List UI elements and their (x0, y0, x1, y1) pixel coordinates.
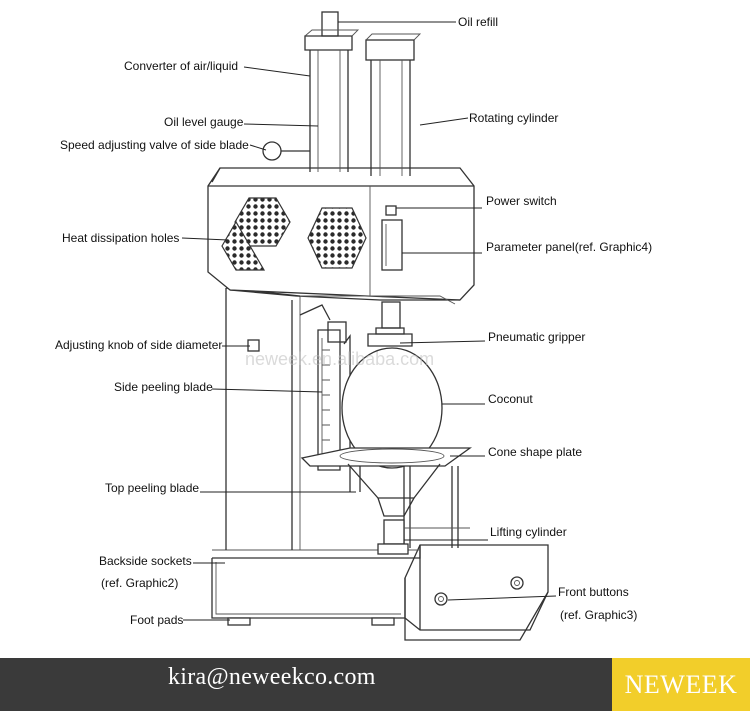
label-rotating-cylinder: Rotating cylinder (469, 111, 558, 125)
watermark-text: neweek.en.alibaba.com (245, 349, 434, 369)
cone-plate (300, 447, 473, 548)
coconut-shape (341, 347, 443, 469)
converter-cylinder (262, 11, 360, 172)
heat-vent-right (307, 207, 367, 269)
heat-vent-left-lower (221, 220, 266, 271)
label-parameter-panel: Parameter panel(ref. Graphic4) (486, 240, 652, 254)
machine-base (211, 544, 549, 641)
coconut-peeling-machine-diagram: neweek.en.alibaba.com Oil refill Convert… (55, 11, 652, 641)
label-pneumatic-gripper: Pneumatic gripper (488, 330, 585, 344)
label-adjusting-knob: Adjusting knob of side diameter (55, 338, 222, 352)
label-power-switch: Power switch (486, 194, 557, 208)
machine-drawing (207, 11, 549, 641)
pneumatic-gripper (367, 301, 413, 347)
label-coconut: Coconut (488, 392, 533, 406)
brand-name: NEWEEK (624, 670, 738, 699)
label-foot-pads: Foot pads (130, 613, 183, 627)
label-converter: Converter of air/liquid (124, 59, 238, 73)
leader-lines (181, 21, 557, 621)
label-heat-holes: Heat dissipation holes (62, 231, 179, 245)
rotating-cylinder (365, 33, 422, 176)
label-side-blade: Side peeling blade (114, 380, 213, 394)
contact-email: kira@neweekco.com (168, 664, 376, 690)
lifting-cylinder (377, 519, 470, 555)
label-lifting-cylinder: Lifting cylinder (490, 525, 567, 539)
label-front-ref: (ref. Graphic3) (560, 608, 637, 622)
label-backside-sockets: Backside sockets (99, 554, 192, 568)
label-top-blade: Top peeling blade (105, 481, 199, 495)
footer-banner: kira@neweekco.com NEWEEK (0, 658, 750, 711)
head-housing (207, 167, 475, 305)
label-cone-plate: Cone shape plate (488, 445, 582, 459)
label-oil-refill: Oil refill (458, 15, 498, 29)
machine-column (225, 287, 351, 550)
brand-logo-box: NEWEEK (612, 658, 750, 711)
label-speed-valve: Speed adjusting valve of side blade (60, 138, 249, 152)
label-oil-level-gauge: Oil level gauge (164, 115, 244, 129)
label-front-buttons: Front buttons (558, 585, 629, 599)
label-backside-ref: (ref. Graphic2) (101, 576, 178, 590)
labels: Oil refill Converter of air/liquid Oil l… (55, 15, 652, 627)
